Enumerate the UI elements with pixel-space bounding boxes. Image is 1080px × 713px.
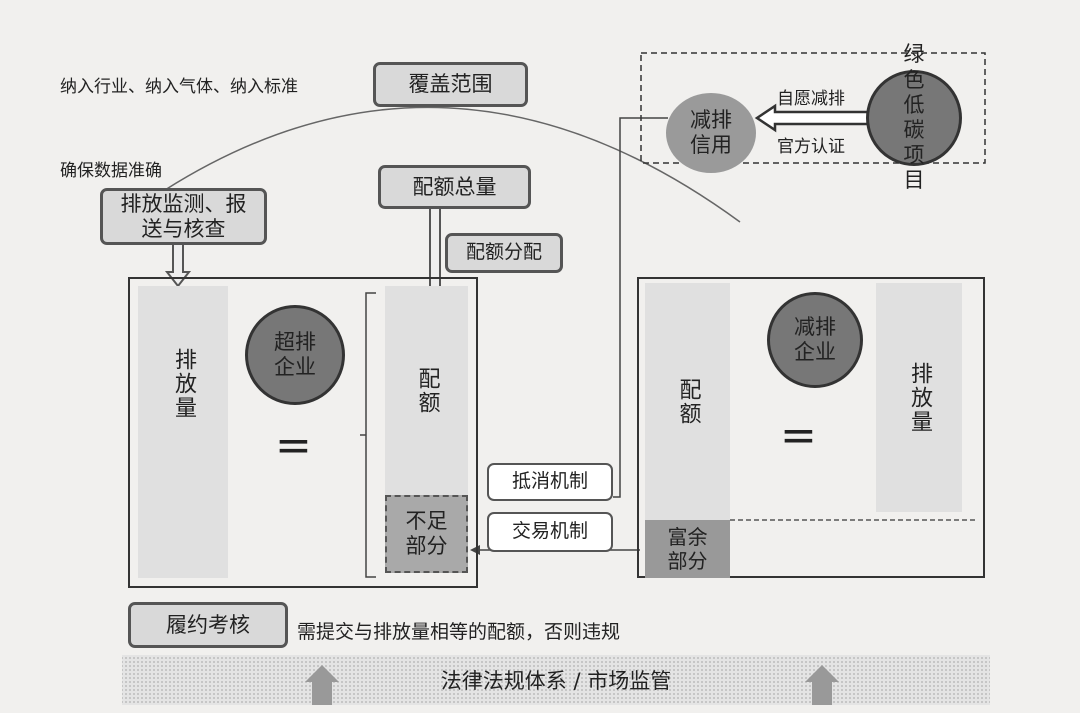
shortfall-box: 不足部分: [385, 495, 468, 573]
quota-label: 配额: [414, 366, 440, 415]
over-quota-column: 配额: [385, 286, 468, 495]
voluntary-label: 自愿减排: [777, 89, 845, 109]
emission-label: 排放量: [907, 361, 932, 434]
coverage-arc: [164, 106, 741, 223]
green-project-circle: 绿色低碳项目: [866, 42, 962, 192]
quota-total-box: 配额总量: [378, 165, 531, 209]
emission-label: 排放量: [171, 348, 196, 420]
reducer-quota-column: 配额: [645, 283, 730, 520]
data-accuracy-note: 确保数据准确: [60, 161, 162, 181]
over-emitter-frame: [128, 277, 478, 588]
reducer-circle: 减排企业: [767, 292, 863, 388]
compliance-box: 履约考核: [128, 602, 288, 648]
quota-allocation-box: 配额分配: [445, 233, 563, 273]
over-emitter-circle: 超排企业: [245, 305, 345, 405]
surplus-box: 富余部分: [645, 520, 730, 578]
credit-circle: 减排信用: [666, 93, 756, 173]
credit-arrow: [754, 103, 870, 133]
reducer-frame: [637, 277, 985, 578]
mrv-box: 排放监测、报送与核查: [100, 188, 267, 245]
reducer-emission-column: 排放量: [876, 283, 962, 512]
equals-sign: =: [780, 410, 817, 461]
over-emission-column: 排放量: [138, 286, 228, 578]
coverage-note: 纳入行业、纳入气体、纳入标准: [60, 77, 298, 97]
up-arrow-icon: [305, 665, 339, 705]
coverage-box: 覆盖范围: [373, 62, 528, 107]
foundation-band: [122, 655, 990, 705]
compliance-note: 需提交与排放量相等的配额，否则违规: [297, 621, 621, 643]
trading-mechanism-box: 交易机制: [487, 512, 613, 552]
quota-label: 配额: [675, 377, 701, 426]
foundation-label: 法律法规体系 / 市场监管: [440, 669, 672, 693]
bracket: [360, 292, 376, 578]
certified-label: 官方认证: [777, 137, 845, 157]
credit-dashed-frame: [640, 52, 986, 164]
offset-line: [613, 117, 668, 498]
equals-sign: =: [275, 420, 312, 471]
up-arrow-icon: [805, 665, 839, 705]
offset-mechanism-box: 抵消机制: [487, 463, 613, 501]
